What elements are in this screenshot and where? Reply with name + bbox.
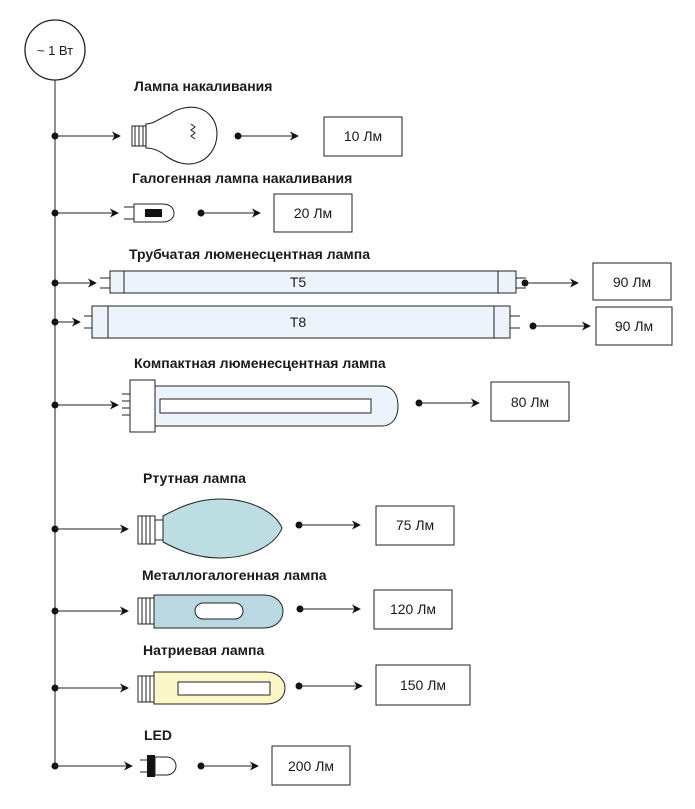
lamp-label-sodium: Натриевая лампа [143, 642, 264, 658]
incandescent-bulb-icon [131, 106, 218, 165]
lamp-label-compact: Компактная люменесцентная лампа [134, 355, 386, 371]
lamp-label-metal-halide: Металлогалогенная лампа [142, 567, 327, 583]
output-value-metal-halide: 120 Лм [390, 601, 436, 617]
t8-label: T8 [290, 314, 307, 330]
lamp-label-halogen: Галогенная лампа накаливания [132, 170, 352, 186]
output-value-t8: 90 Лм [615, 318, 653, 334]
output-value-halogen: 20 Лм [294, 205, 332, 221]
compact-fluorescent-icon [122, 379, 399, 433]
t5-tube-icon [100, 270, 526, 294]
output-value-led: 200 Лм [288, 758, 334, 774]
t5-label: T5 [290, 274, 307, 290]
output-box-incandescent [323, 116, 403, 157]
row-metal-halide: Металлогалогенная лампа 120 Лм [51, 567, 453, 630]
output-box-mercury [375, 505, 455, 546]
power-source-node: ~ 1 Вт [24, 19, 86, 81]
halogen-capsule-icon [124, 203, 175, 223]
output-box-t5 [592, 262, 672, 301]
row-mercury: Ртутная лампа 75 Лм [51, 470, 455, 559]
led-icon [140, 755, 177, 777]
mercury-lamp-icon [137, 498, 283, 559]
row-led: LED 200 Лм [51, 727, 351, 786]
row-sodium: Натриевая лампа 150 Лм [51, 642, 471, 706]
output-box-t8 [595, 306, 673, 346]
row-tubular-fluorescent: Трубчатая люменесцентная лампа T5 90 Лм [51, 246, 673, 346]
output-value-incandescent: 10 Лм [344, 128, 382, 144]
lamp-label-led: LED [144, 727, 172, 743]
t8-tube-icon [84, 305, 520, 339]
row-halogen: Галогенная лампа накаливания 20 Лм [51, 170, 353, 233]
power-source-label: ~ 1 Вт [37, 43, 73, 58]
lamp-label-mercury: Ртутная лампа [143, 470, 246, 486]
output-box-led [271, 745, 351, 786]
output-box-compact [490, 381, 570, 422]
row-incandescent: Лампа накаливания 10 Лм [51, 78, 403, 165]
output-value-mercury: 75 Лм [396, 517, 434, 533]
output-value-compact: 80 Лм [511, 394, 549, 410]
output-value-t5: 90 Лм [613, 274, 651, 290]
output-box-halogen [273, 193, 353, 233]
metal-halide-lamp-icon [137, 594, 284, 629]
lamp-label-incandescent: Лампа накаливания [134, 78, 272, 94]
lamp-label-tubular: Трубчатая люменесцентная лампа [129, 246, 370, 262]
output-value-sodium: 150 Лм [400, 677, 446, 693]
row-compact-fluorescent: Компактная люменесцентная лампа 80 Лм [51, 355, 570, 433]
output-box-metal-halide [373, 589, 453, 630]
sodium-lamp-icon [137, 671, 286, 705]
output-box-sodium [375, 664, 471, 706]
